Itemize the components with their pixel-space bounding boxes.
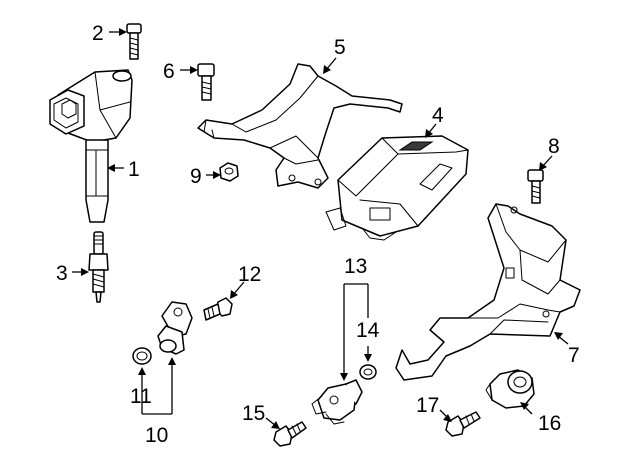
callout-labels: 2 1 3 6 9 5 4 8 7 12 11 10 13 14 15 17 1… bbox=[56, 22, 580, 447]
callout-13: 13 bbox=[344, 255, 367, 278]
part-bolt-17 bbox=[445, 411, 481, 437]
part-bracket-5 bbox=[197, 63, 403, 189]
callout-12: 12 bbox=[238, 263, 261, 286]
callout-6: 6 bbox=[163, 60, 175, 83]
callout-16: 16 bbox=[538, 412, 561, 435]
callout-5: 5 bbox=[334, 36, 346, 59]
part-sensor-13 bbox=[311, 379, 363, 425]
callout-1: 1 bbox=[128, 158, 140, 181]
callout-3: 3 bbox=[56, 262, 68, 285]
callout-9: 9 bbox=[190, 165, 202, 188]
part-bolt-6 bbox=[197, 63, 215, 101]
leader-lines bbox=[72, 28, 569, 429]
callout-11: 11 bbox=[130, 385, 152, 408]
part-bolt-12 bbox=[203, 297, 233, 321]
callout-2: 2 bbox=[92, 22, 104, 45]
callout-17: 17 bbox=[416, 394, 439, 417]
part-bolt-15 bbox=[273, 421, 307, 447]
callout-7: 7 bbox=[568, 344, 580, 367]
callout-14: 14 bbox=[356, 319, 380, 342]
callout-10: 10 bbox=[145, 424, 168, 447]
part-sensor-10 bbox=[157, 301, 193, 355]
part-bolt-2 bbox=[126, 23, 142, 60]
part-bracket-7 bbox=[395, 203, 581, 381]
part-ignition-coil-1 bbox=[49, 69, 133, 223]
part-bolt-8 bbox=[527, 169, 544, 204]
part-knock-sensor-16 bbox=[485, 369, 535, 409]
callout-15: 15 bbox=[242, 402, 265, 425]
part-nut-9 bbox=[219, 162, 239, 182]
part-spark-plug-3 bbox=[88, 231, 109, 303]
part-o-ring-14 bbox=[359, 364, 377, 380]
callout-8: 8 bbox=[548, 135, 560, 158]
part-ecu-module-4 bbox=[325, 135, 469, 241]
callout-4: 4 bbox=[432, 104, 444, 127]
part-o-ring-11 bbox=[132, 347, 152, 365]
